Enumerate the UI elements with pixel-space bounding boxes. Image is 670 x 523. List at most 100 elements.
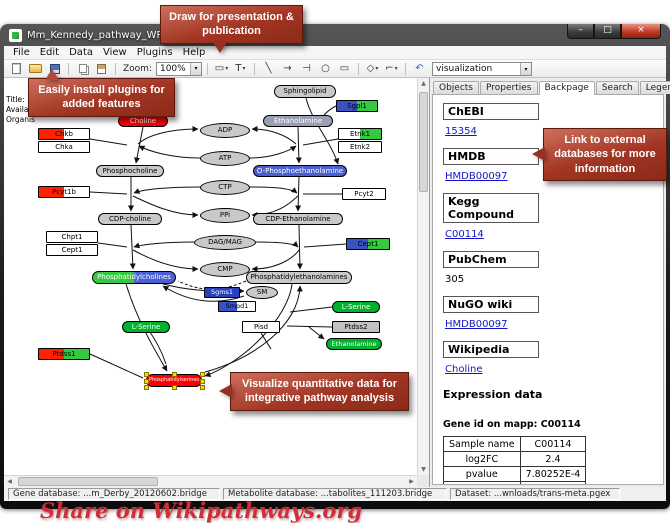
node-sm[interactable]: SM xyxy=(246,286,278,299)
scroll-left-icon[interactable]: ◀ xyxy=(7,478,12,485)
node-sgms1[interactable]: Sgms1 xyxy=(204,287,240,298)
tab-properties[interactable]: Properties xyxy=(480,81,538,94)
add-label-dropdown[interactable]: T▾ xyxy=(232,61,249,76)
rect-tool-button[interactable]: ▭ xyxy=(339,63,350,74)
node-ptdss1[interactable]: Ptdss1 xyxy=(38,348,90,360)
horizontal-scrollbar[interactable]: ◀ ▶ xyxy=(4,475,417,487)
title-bar[interactable]: Mm_Kennedy_pathway_WP1771_45176.gp... – … xyxy=(0,24,670,46)
node-adp[interactable]: ADP xyxy=(200,123,250,138)
oval-tool-button[interactable]: ○ xyxy=(321,63,330,74)
node-pcyt2[interactable]: Pcyt2 xyxy=(342,188,386,200)
minimize-button[interactable]: – xyxy=(567,24,594,39)
maximize-button[interactable]: □ xyxy=(594,24,621,39)
node-ethanolamine-top[interactable]: Ethanolamine xyxy=(263,115,333,127)
node-phosphatidylethanolamines[interactable]: Phosphatidylethanolamines xyxy=(246,271,352,284)
node-cept1-left[interactable]: Cept1 xyxy=(46,244,98,256)
menu-plugins[interactable]: Plugins xyxy=(136,47,173,58)
selection-handle[interactable] xyxy=(200,385,205,390)
node-label: Cept1 xyxy=(357,239,379,248)
arrow-tool-button[interactable]: → xyxy=(283,63,292,74)
selection-handle[interactable] xyxy=(144,372,149,377)
node-pisd[interactable]: Pisd xyxy=(242,321,280,333)
scroll-up-icon[interactable]: ▲ xyxy=(421,80,426,87)
add-datanode-dropdown[interactable]: ▭▾ xyxy=(213,61,230,76)
tbar-tool-button[interactable]: ⊣ xyxy=(302,63,311,74)
scroll-right-icon[interactable]: ▶ xyxy=(409,478,414,485)
tab-legend[interactable]: Legend xyxy=(639,81,670,94)
connector-dropdown[interactable]: ⌐▾ xyxy=(383,61,400,76)
selection-handle[interactable] xyxy=(144,385,149,390)
tab-backpage[interactable]: Backpage xyxy=(538,81,595,95)
selection-handle[interactable] xyxy=(200,378,205,384)
scroll-down-icon[interactable]: ▼ xyxy=(421,466,426,473)
node-etnk2[interactable]: Etnk2 xyxy=(338,141,382,153)
zoom-combo[interactable]: 100%▾ xyxy=(155,61,202,76)
node-choline[interactable]: Choline xyxy=(118,115,168,127)
selection-handle[interactable] xyxy=(172,385,177,390)
node-chpt1[interactable]: Chpt1 xyxy=(46,231,98,243)
menu-file[interactable]: File xyxy=(13,47,30,58)
tab-search[interactable]: Search xyxy=(595,81,639,94)
node-ethanolamine-bottom[interactable]: Ethanolamine xyxy=(326,338,382,350)
node-chka[interactable]: Chka xyxy=(38,141,90,153)
undo-button[interactable]: ↶ xyxy=(415,63,424,74)
external-link[interactable]: Choline xyxy=(445,364,483,375)
node-ctp[interactable]: CTP xyxy=(200,180,250,195)
node-smpd1[interactable]: Smpd1 xyxy=(218,301,256,312)
backpage-section-header: PubChem xyxy=(443,251,539,268)
node-ppi[interactable]: PPi xyxy=(200,208,250,223)
node-dag-mag[interactable]: DAG/MAG xyxy=(194,235,256,250)
external-link[interactable]: HMDB00097 xyxy=(445,171,508,182)
table-row: typemet xyxy=(443,481,587,484)
node-etnk1[interactable]: Etnk1 xyxy=(338,128,382,140)
chevron-down-icon[interactable]: ▾ xyxy=(189,62,201,75)
callout-link-text: Link to external databases for more info… xyxy=(554,134,656,175)
selection-handle[interactable] xyxy=(172,372,177,377)
paste-button[interactable] xyxy=(93,61,110,76)
line-tool-button[interactable]: ╲ xyxy=(265,63,272,74)
expression-cell: met xyxy=(519,481,587,484)
open-file-button[interactable] xyxy=(27,61,44,76)
node-cmp[interactable]: CMP xyxy=(200,262,250,277)
vertical-scroll-thumb[interactable] xyxy=(419,92,428,192)
node-pcyt1b[interactable]: Pcyt1b xyxy=(38,186,90,198)
close-button[interactable]: × xyxy=(621,24,661,39)
node-atp[interactable]: ATP xyxy=(200,151,250,166)
node-l-serine-left[interactable]: L-Serine xyxy=(122,321,170,333)
node-sphingolipid[interactable]: Sphingolipid xyxy=(274,85,336,98)
node-cept1-right[interactable]: Cept1 xyxy=(346,238,390,250)
new-file-button[interactable] xyxy=(8,61,25,76)
node-l-serine-right[interactable]: L-Serine xyxy=(332,301,380,313)
external-link[interactable]: C00114 xyxy=(445,229,484,240)
callout-arrow-left xyxy=(219,384,232,398)
node-ptdss2[interactable]: Ptdss2 xyxy=(332,321,380,333)
vertical-scrollbar[interactable]: ▲ ▼ xyxy=(417,78,429,475)
node-phosphatidylserines[interactable]: Phosphatidylserines xyxy=(144,372,205,390)
node-o-phosphoethanolamine[interactable]: O-Phosphoethanolamine xyxy=(253,165,347,177)
node-cdp-choline[interactable]: CDP-choline xyxy=(98,213,162,225)
visualization-dropdown[interactable]: visualization ▾ xyxy=(432,62,532,76)
node-cdp-ethanolamine[interactable]: CDP-Ethanolamine xyxy=(253,213,343,225)
external-link[interactable]: HMDB00097 xyxy=(445,319,508,330)
copy-button[interactable] xyxy=(74,61,91,76)
expression-cell: C00114 xyxy=(519,436,587,452)
node-label: Ptdss2 xyxy=(344,322,368,331)
shape-dropdown[interactable]: ◇▾ xyxy=(364,61,381,76)
menu-view[interactable]: View xyxy=(103,47,127,58)
node-chkb[interactable]: Chkb xyxy=(38,128,90,140)
selection-handle[interactable] xyxy=(144,378,149,384)
selection-handle[interactable] xyxy=(200,372,205,377)
external-link[interactable]: 15354 xyxy=(445,126,477,137)
node-sgpl1[interactable]: Sgpl1 xyxy=(336,100,378,112)
node-phosphatidylcholines[interactable]: Phosphatidylcholines xyxy=(92,271,176,284)
pathway-canvas[interactable]: Title: Availab Organis xyxy=(4,78,430,523)
node-label: Etnk2 xyxy=(349,142,371,151)
menu-edit[interactable]: Edit xyxy=(39,47,60,58)
menu-data[interactable]: Data xyxy=(69,47,93,58)
tab-objects[interactable]: Objects xyxy=(433,81,480,94)
node-phosphocholine[interactable]: Phosphocholine xyxy=(96,165,164,177)
chevron-down-icon[interactable]: ▾ xyxy=(520,63,531,75)
horizontal-scroll-thumb[interactable] xyxy=(18,477,158,486)
menu-help[interactable]: Help xyxy=(182,47,206,58)
